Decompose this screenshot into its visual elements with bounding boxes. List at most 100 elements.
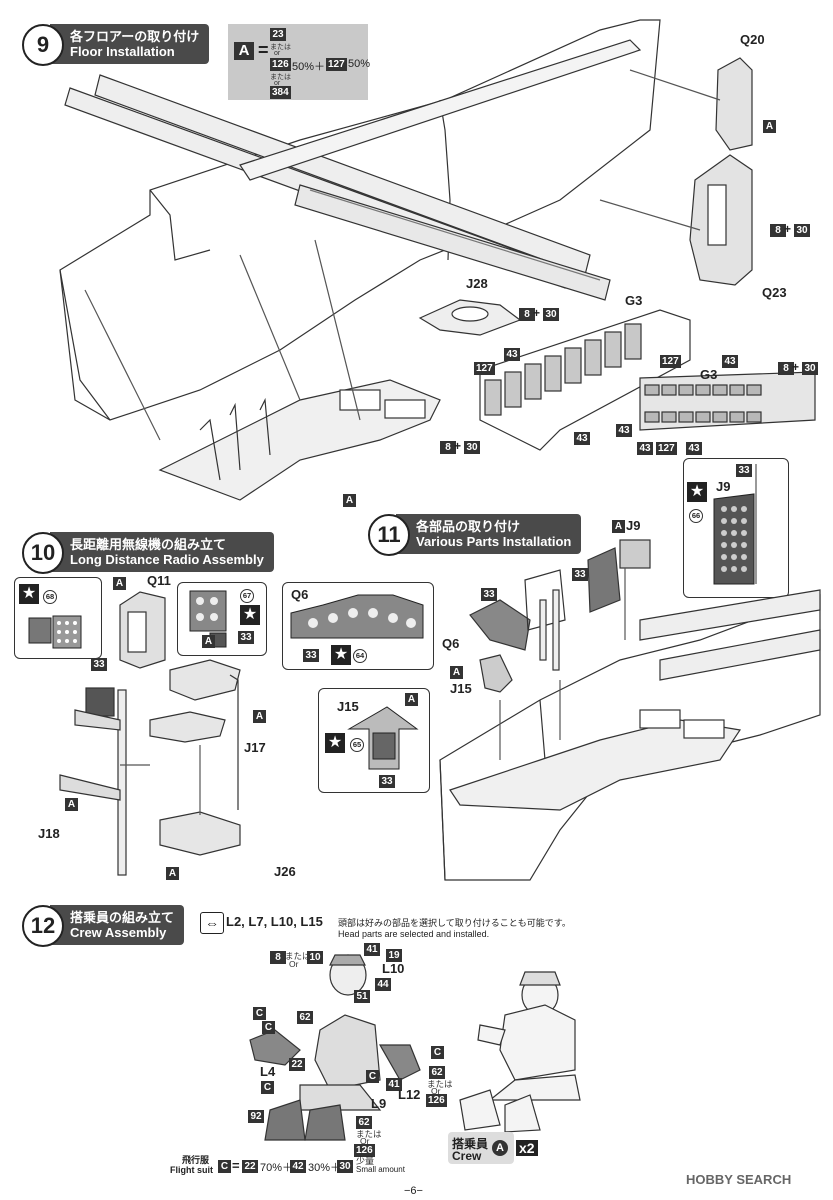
q6-decal-64: 64	[353, 649, 367, 663]
q23-color-8: 8	[770, 224, 786, 237]
part-j17-label: J17	[244, 740, 266, 755]
formula-pct-126: 50%＋	[292, 61, 326, 73]
crew-color-c-5: C	[366, 1070, 379, 1083]
head-or: Or	[289, 959, 299, 969]
step-11-title-jp: 各部品の取り付け	[416, 519, 521, 534]
formula-color-23: 23	[270, 28, 286, 41]
flight-suit-pct-22: 70%＋	[260, 1162, 294, 1174]
q23-plus: +	[784, 222, 792, 236]
step-12-title-box: 搭乗員の組み立て Crew Assembly	[50, 905, 185, 945]
formula-or-1-en: or	[274, 50, 281, 57]
radio-star-icon: ★	[19, 584, 39, 604]
j15-star-icon: ★	[325, 733, 345, 753]
j9-color-33: 33	[736, 464, 752, 477]
step-9-title-jp: 各フロアーの取り付け	[70, 29, 200, 44]
j9-panel-drawing	[713, 464, 757, 585]
crew-badge-en: Crew	[452, 1149, 482, 1163]
crew-color-19: 19	[386, 949, 402, 962]
crew-color-62-top: 62	[297, 1011, 313, 1024]
step-11-title-box: 各部品の取り付け Various Parts Installation	[396, 514, 582, 554]
crew-part-l9: L9	[371, 1096, 387, 1111]
crew-mata-right: または	[427, 1079, 453, 1089]
flight-suit-eq: =	[232, 1158, 240, 1173]
part-g3-label-b: G3	[700, 367, 718, 382]
g3b-plus: +	[792, 360, 800, 374]
choice-note-jp: 頭部は好みの部品を選択して取り付けることも可能です。	[338, 918, 571, 928]
flight-suit-small-en: Small amount	[356, 1165, 405, 1174]
g3b-color-43-bot: 43	[686, 442, 702, 455]
crew-part-l10: L10	[382, 961, 405, 976]
page-number: −6−	[404, 1185, 423, 1197]
q6-detail-inset: Q6 33 ★ 64	[282, 582, 434, 670]
crew-color-44: 44	[375, 978, 391, 991]
j26-color-a: A	[166, 867, 179, 880]
step-11-title-en: Various Parts Installation	[416, 534, 572, 549]
crew-color-22: 22	[289, 1058, 305, 1071]
step-12-header: 12 搭乗員の組み立て Crew Assembly	[22, 905, 185, 947]
q11-inset-color-33: 33	[238, 631, 254, 644]
part-q20-label: Q20	[740, 32, 765, 47]
formula-pct-127: 50%	[348, 58, 371, 70]
step-9-header: 9 各フロアーの取り付け Floor Installation	[22, 24, 210, 66]
choice-arrow-icon: ⇔	[200, 912, 224, 934]
j15-part-color-a: A	[450, 666, 463, 679]
choice-note-en: Head parts are selected and installed.	[338, 929, 490, 939]
step-12-title-en: Crew Assembly	[70, 925, 167, 940]
j15-decal-65: 65	[350, 738, 364, 752]
formula-color-126: 126	[270, 58, 291, 71]
q11-star-icon: ★	[240, 605, 260, 625]
formula-a-eq: =	[258, 40, 269, 60]
g3b-color-8: 8	[778, 362, 794, 375]
q6-color-33: 33	[303, 649, 319, 662]
flight-suit-pct-42: 30%＋	[308, 1162, 342, 1174]
flight-suit-jp: 飛行服	[182, 1155, 210, 1165]
step-11-header: 11 各部品の取り付け Various Parts Installation	[368, 514, 582, 556]
radio-panel-inset-left: ★ 68	[14, 577, 102, 659]
flight-suit-color-42: 42	[290, 1160, 306, 1173]
g3b-color-43-top: 43	[722, 355, 738, 368]
head-color-8: 8	[270, 951, 286, 964]
crew-color-41-top: 41	[364, 943, 380, 956]
crew-color-92: 92	[248, 1110, 264, 1123]
j9-inset-label: J9	[716, 479, 731, 494]
part-j15-label: J15	[450, 681, 472, 696]
crew-badge-jp: 搭乗員	[452, 1137, 489, 1151]
radio-color-33: 33	[91, 658, 107, 671]
part-q23-label: Q23	[762, 285, 787, 300]
step-10-title-en: Long Distance Radio Assembly	[70, 552, 264, 567]
formula-or-1: または	[270, 44, 291, 51]
part-j28-label: J28	[466, 276, 488, 291]
crew-color-51: 51	[354, 990, 370, 1003]
j9-detail-inset: ★ 66 J9 33	[683, 458, 789, 598]
radio-panel-drawing	[28, 615, 82, 649]
part-j9-label: J9	[626, 518, 641, 533]
step-11-number: 11	[368, 514, 410, 556]
g3b-color-43-mid: 43	[637, 442, 653, 455]
crew-part-l4: L4	[260, 1064, 276, 1079]
g3-plus: +	[454, 439, 462, 453]
step-10-title-jp: 長距離用無線機の組み立て	[70, 537, 227, 552]
j9-part-color-33: 33	[572, 568, 588, 581]
formula-color-127: 127	[326, 58, 347, 71]
crew-color-c-1: C	[253, 1007, 266, 1020]
formula-color-384: 384	[270, 86, 291, 99]
g3-color-30: 30	[464, 441, 480, 454]
floor-color-a: A	[343, 494, 356, 507]
q6-inset-label: Q6	[291, 587, 309, 602]
part-j26-label: J26	[274, 864, 296, 879]
j15-inset-color-a: A	[405, 693, 418, 706]
crew-color-c-4: C	[431, 1046, 444, 1059]
watermark: HOBBY SEARCH	[686, 1172, 792, 1187]
g3-color-43-b: 43	[574, 432, 590, 445]
crew-color-62-right: 62	[429, 1066, 445, 1079]
step-12-number: 12	[22, 905, 64, 947]
j28-color-8: 8	[519, 308, 535, 321]
g3b-color-127-top: 127	[660, 355, 681, 368]
q20-color-a: A	[763, 120, 776, 133]
crew-color-c-3: C	[261, 1081, 274, 1094]
crew-color-c-2: C	[262, 1021, 275, 1034]
crew-or-right: Or	[431, 1086, 441, 1096]
q6-star-icon: ★	[331, 645, 351, 665]
